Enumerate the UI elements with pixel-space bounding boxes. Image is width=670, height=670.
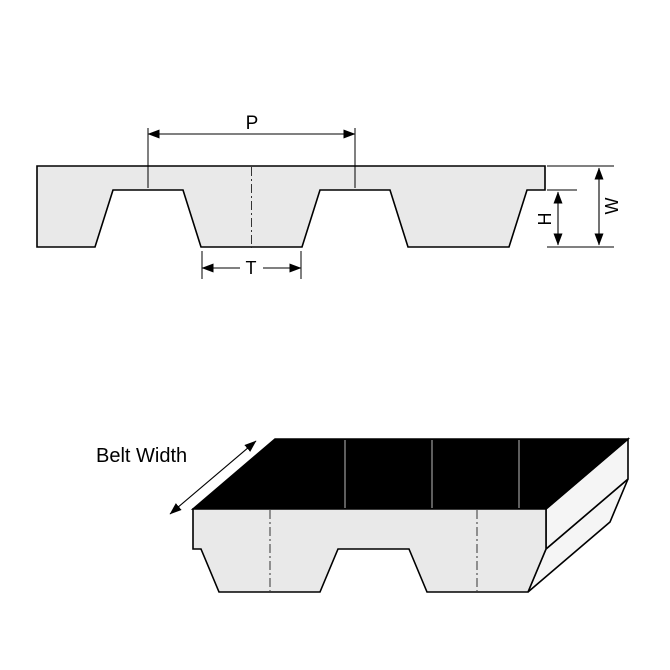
belt-width-label: Belt Width: [96, 445, 187, 467]
belt-profile-view: P T H W: [36, 113, 622, 279]
tooth-height-dimension: H: [535, 191, 563, 246]
tooth-height-label: H: [535, 213, 555, 226]
belt-front-face: [192, 508, 547, 593]
pitch-dimension: P: [147, 113, 356, 188]
tooth-width-dimension: T: [201, 251, 302, 279]
belt-width-arrow: [169, 440, 257, 515]
belt-profile-outline: [36, 165, 546, 248]
tooth-width-label: T: [246, 258, 257, 278]
belt-width-annotation: Belt Width: [96, 440, 257, 515]
belt-thickness-dimension: W: [594, 167, 622, 246]
belt-thickness-label: W: [602, 198, 622, 215]
belt-iso-view: Belt Width: [96, 437, 631, 593]
pitch-label: P: [246, 113, 259, 134]
